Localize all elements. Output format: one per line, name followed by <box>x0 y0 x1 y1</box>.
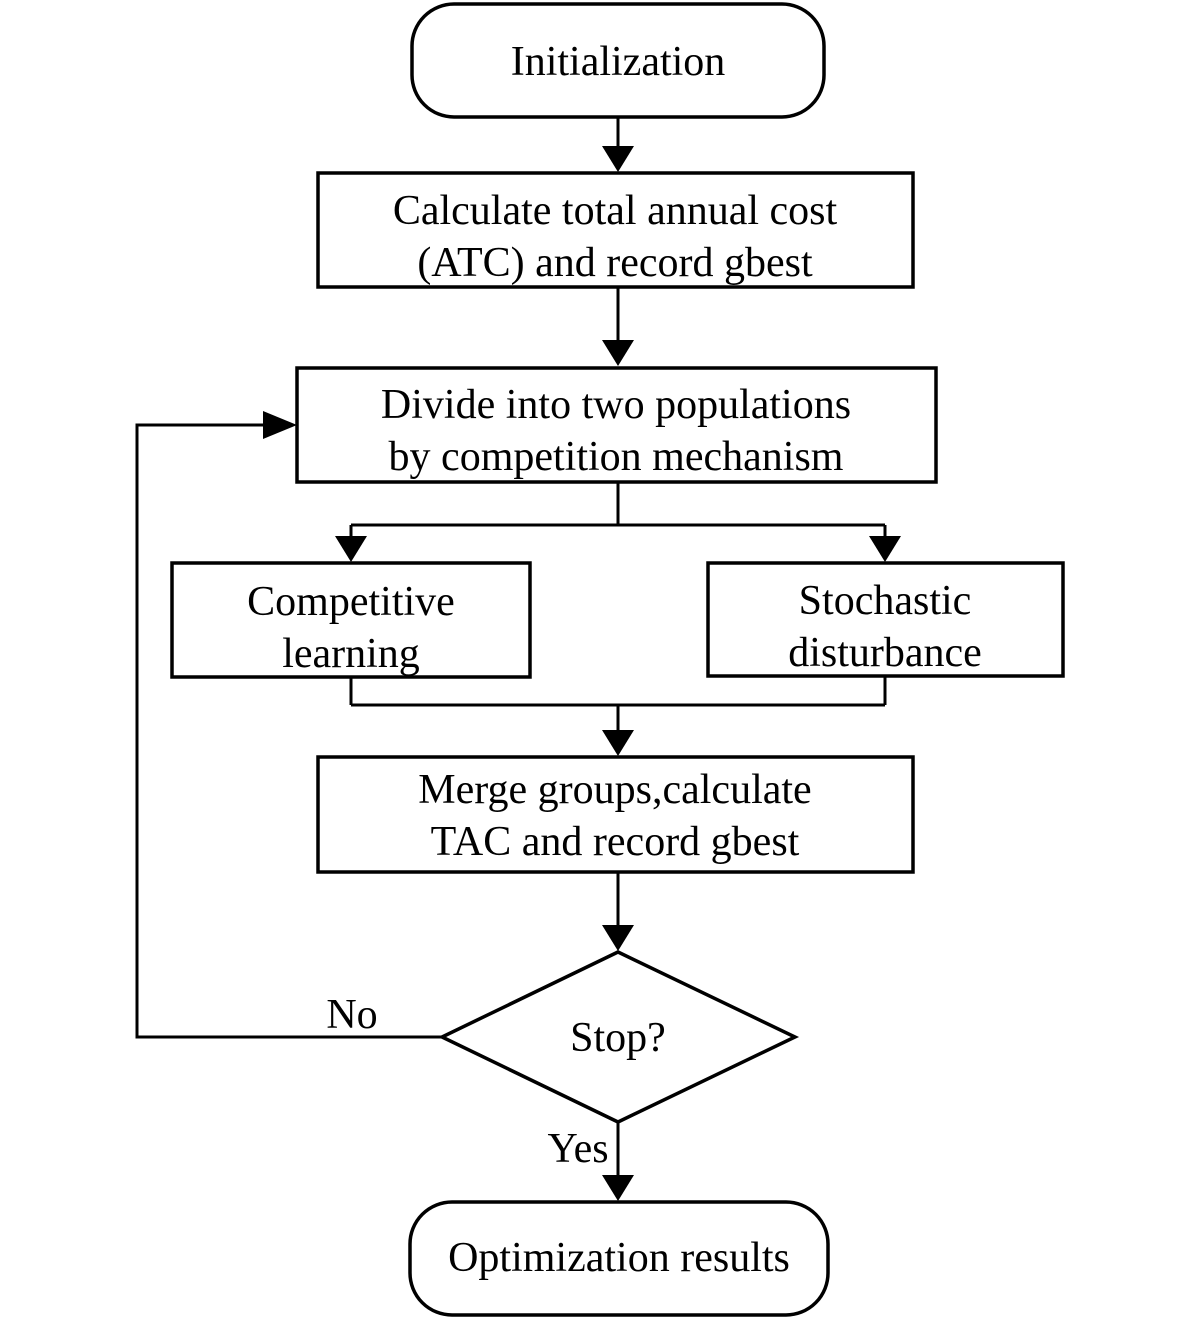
result-node-label: Optimization results <box>448 1235 790 1281</box>
merge-node-label-line1: Merge groups,calculate <box>418 767 811 813</box>
stop-decision-label: Stop? <box>570 1015 666 1061</box>
calc-node-shape <box>316 171 915 289</box>
calc-node: Calculate total annual cost (ATC) and re… <box>316 171 915 289</box>
no-branch-label: No <box>326 992 377 1038</box>
init-node-label: Initialization <box>511 39 726 85</box>
result-node: Optimization results <box>408 1200 830 1317</box>
calc-node-label-line2: (ATC) and record gbest <box>417 240 813 286</box>
result-node-shape <box>408 1200 830 1317</box>
divide-node-label-line2: by competition mechanism <box>389 434 844 480</box>
edge-stop-no-loopback <box>135 423 442 1039</box>
init-node-shape <box>410 2 826 119</box>
arrowhead-split-right-icon <box>869 536 901 562</box>
competitive-node-shape <box>170 561 532 679</box>
divide-node-shape <box>295 366 938 484</box>
merge-node-shape <box>316 755 915 874</box>
merge-node-label-line2: TAC and record gbest <box>431 819 800 865</box>
arrowhead-merge-to-stop-icon <box>602 925 634 951</box>
competitive-node-label-line2: learning <box>282 631 420 677</box>
edge-divide-split <box>349 482 887 540</box>
arrowhead-yes-to-result-icon <box>602 1175 634 1201</box>
stochastic-node-label-line1: Stochastic <box>799 578 972 624</box>
yes-branch-label: Yes <box>547 1126 608 1172</box>
divide-node-label-line1: Divide into two populations <box>381 382 851 428</box>
stop-decision-shape <box>437 950 800 1124</box>
arrowhead-join-to-merge-icon <box>602 730 634 756</box>
merge-node: Merge groups,calculate TAC and record gb… <box>316 755 915 874</box>
calc-node-label-line1: Calculate total annual cost <box>393 188 838 234</box>
init-node: Initialization <box>410 2 826 119</box>
stop-decision-node: Stop? <box>437 950 800 1124</box>
divide-node: Divide into two populations by competiti… <box>295 366 938 484</box>
competitive-node-label-line1: Competitive <box>247 579 455 625</box>
stochastic-node: Stochastic disturbance <box>706 561 1065 678</box>
arrowhead-loopback-to-divide-icon <box>263 411 297 439</box>
competitive-node: Competitive learning <box>170 561 532 679</box>
stochastic-node-label-line2: disturbance <box>788 630 982 676</box>
arrowhead-init-to-calc-icon <box>602 146 634 172</box>
stochastic-node-shape <box>706 561 1065 678</box>
edge-merge-join <box>349 675 887 735</box>
arrowhead-calc-to-divide-icon <box>602 340 634 366</box>
arrowhead-split-left-icon <box>335 536 367 562</box>
